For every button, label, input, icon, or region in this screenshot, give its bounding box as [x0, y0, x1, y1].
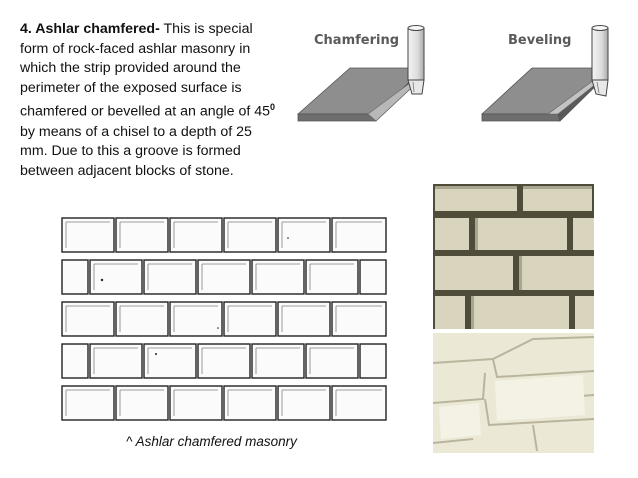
chamfering-beveling-illustration: Chamfering Beveling [296, 25, 609, 122]
chamfered-stone-photo-top [433, 184, 594, 329]
chisel-left [407, 25, 425, 95]
figure-caption: ^ Ashlar chamfered masonry [126, 434, 297, 449]
description-text-end: by means of a chisel to a depth of 25 mm… [20, 123, 252, 179]
description-paragraph: 4. Ashlar chamfered- This is special for… [20, 20, 282, 181]
degree-symbol: 0 [270, 102, 276, 113]
chisel-right [591, 25, 609, 97]
beveling-label: Beveling [508, 33, 572, 48]
chamfered-stone-photo-bottom [433, 333, 594, 453]
beveled-block [480, 67, 607, 122]
chamfered-block [296, 67, 425, 122]
section-heading: 4. Ashlar chamfered- [20, 21, 160, 37]
ashlar-chamfered-masonry-drawing [61, 217, 387, 421]
description-text: This is special form of rock-faced ashla… [20, 21, 271, 121]
chamfering-label: Chamfering [314, 33, 399, 48]
